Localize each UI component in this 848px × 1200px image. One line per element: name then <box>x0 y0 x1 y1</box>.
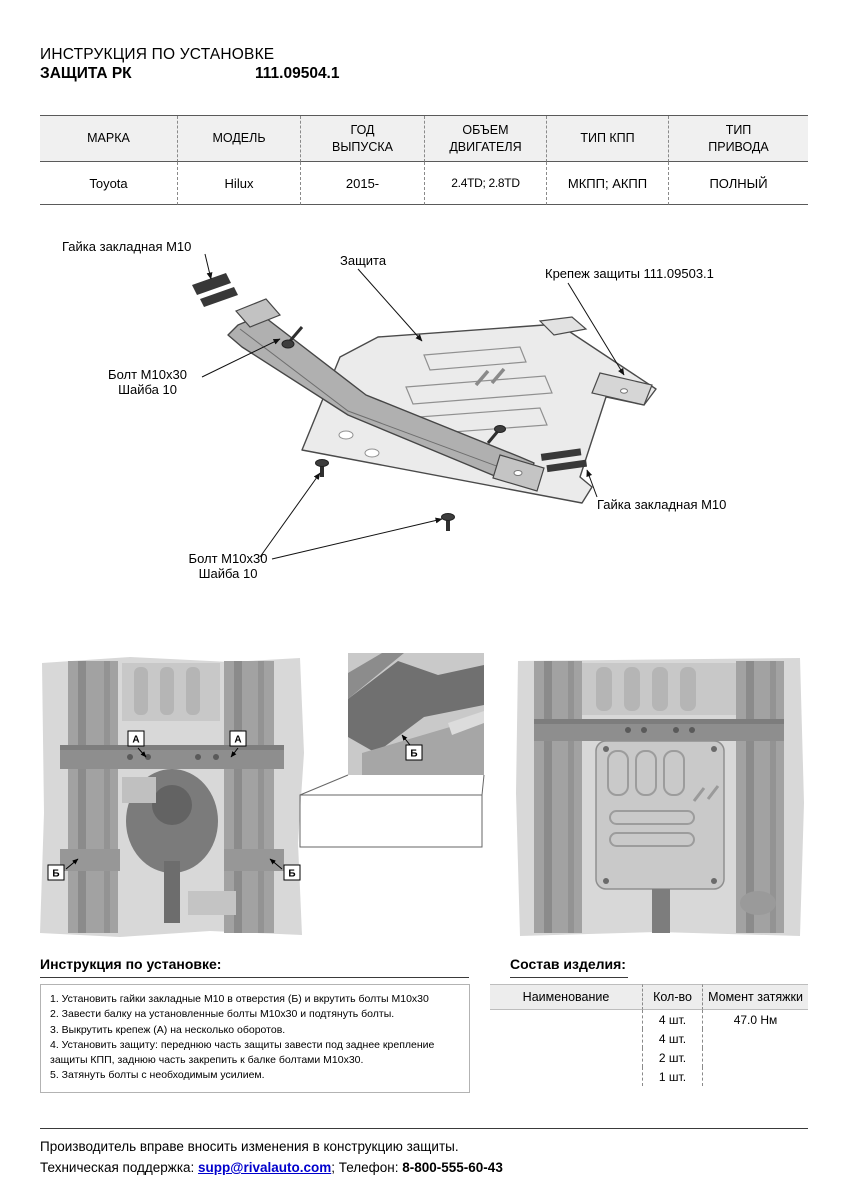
photo-detail-inset: Б <box>299 653 485 848</box>
comp-cell-name <box>490 1048 642 1067</box>
spec-table: МАРКА МОДЕЛЬ ГОД ВЫПУСКА ОБЪЕМ ДВИГАТЕЛЯ… <box>40 115 808 205</box>
comp-cell-name <box>490 1029 642 1048</box>
crossbar-installed <box>534 719 784 741</box>
spec-header-year: ГОД ВЫПУСКА <box>300 116 424 162</box>
comp-cell-name <box>490 1010 642 1029</box>
frame-rails <box>534 661 784 933</box>
composition-table: Наименование Кол-во Момент затяжки 4 шт.… <box>490 984 808 1086</box>
comp-header-name: Наименование <box>490 984 642 1010</box>
svg-text:А: А <box>132 735 139 746</box>
comp-cell-qty: 4 шт. <box>642 1010 702 1029</box>
comp-cell-name <box>490 1067 642 1086</box>
zoom-region-indicator <box>299 774 485 848</box>
crossbar-drawing <box>227 298 545 492</box>
comp-header-torque: Момент затяжки <box>702 984 808 1010</box>
instruction-step: 2. Завести балку на установленные болты … <box>50 1008 395 1021</box>
label-shield: Защита <box>340 253 387 268</box>
comp-cell-torque <box>702 1029 808 1048</box>
support-mid: ; Телефон: <box>331 1160 403 1175</box>
marker-b-left: Б <box>47 858 79 881</box>
spec-header-gearbox: ТИП КПП <box>546 116 668 162</box>
spec-value-year: 2015- <box>300 162 424 205</box>
comp-cell-torque <box>702 1067 808 1086</box>
manufacturer-note: Производитель вправе вносить изменения в… <box>40 1139 459 1154</box>
embedded-nut-top-drawing <box>192 273 238 307</box>
svg-text:Б: Б <box>288 869 295 880</box>
product-sku: 111.09504.1 <box>255 65 340 82</box>
comp-cell-torque: 47.0 Нм <box>702 1010 808 1029</box>
spec-value-engine: 2.4TD; 2.8TD <box>424 162 546 205</box>
support-line: Техническая поддержка: supp@rivalauto.co… <box>40 1160 503 1175</box>
leader-lines <box>201 253 625 560</box>
marker-b-inset: Б <box>401 734 423 761</box>
assembly-diagram <box>192 253 657 560</box>
instructions-title: Инструкция по установке: <box>40 956 469 978</box>
spec-value-model: Hilux <box>177 162 300 205</box>
bolt-top-drawing <box>281 326 304 349</box>
crossbar-installed <box>60 745 284 769</box>
spec-value-gearbox: МКПП; АКПП <box>546 162 668 205</box>
embedded-nut-bottom-drawing <box>540 448 588 473</box>
bolt-center-drawing <box>486 425 506 444</box>
comp-cell-qty: 4 шт. <box>642 1029 702 1048</box>
product-name: ЗАЩИТА РК <box>40 65 132 82</box>
label-fastener: Крепеж защиты 111.09503.1 <box>545 266 714 281</box>
label-bolt-bottom: Болт М10х30 Шайба 10 <box>188 551 268 581</box>
comp-cell-qty: 1 шт. <box>642 1067 702 1086</box>
spec-value-brand: Toyota <box>40 162 177 205</box>
spec-header-brand: МАРКА <box>40 116 177 162</box>
marker-b-right: Б <box>269 858 301 881</box>
comp-cell-torque <box>702 1048 808 1067</box>
bolt-bottom-left-drawing <box>315 459 329 477</box>
comp-header-qty: Кол-во <box>642 984 702 1010</box>
spec-header-model: МОДЕЛЬ <box>177 116 300 162</box>
spec-value-drive: ПОЛНЫЙ <box>668 162 808 205</box>
support-prefix: Техническая поддержка: <box>40 1160 199 1175</box>
label-embedded-nut-bottom: Гайка закладная М10 <box>597 497 727 512</box>
comp-cell-qty: 2 шт. <box>642 1048 702 1067</box>
instruction-step: 4. Установить защиту: переднюю часть защ… <box>50 1039 435 1066</box>
instruction-step: 1. Установить гайки закладные М10 в отве… <box>50 993 429 1005</box>
marker-a-right: А <box>229 730 247 758</box>
spec-header-drive: ТИП ПРИВОДА <box>668 116 808 162</box>
label-bolt-left: Болт М10х30 Шайба 10 <box>108 367 187 397</box>
marker-a-left: А <box>127 730 147 758</box>
instruction-step: 3. Выкрутить крепеж (А) на несколько обо… <box>50 1023 286 1036</box>
svg-text:Б: Б <box>52 869 59 880</box>
document-title: ИНСТРУКЦИЯ ПО УСТАНОВКЕ <box>40 46 275 63</box>
composition-title: Состав изделия: <box>510 956 628 978</box>
label-embedded-nut-top: Гайка закладная М10 <box>62 239 192 254</box>
instructions-list: 1. Установить гайки закладные М10 в отве… <box>40 984 470 1093</box>
footer-divider <box>40 1128 808 1129</box>
spec-header-engine: ОБЪЕМ ДВИГАТЕЛЯ <box>424 116 546 162</box>
instruction-step: 5. Затянуть болты с необходимым усилием. <box>50 1069 265 1082</box>
frame-rails <box>68 661 274 933</box>
photo-underside-before: А А Б Б <box>40 657 304 937</box>
svg-text:А: А <box>234 735 241 746</box>
brand-slash-mark <box>474 367 506 387</box>
support-phone: 8-800-555-60-43 <box>402 1160 503 1175</box>
shield-installed <box>595 740 725 890</box>
photo-underside-after <box>516 658 804 936</box>
bolt-bottom-right-drawing <box>441 513 455 531</box>
svg-text:Б: Б <box>410 749 417 760</box>
support-email-link[interactable]: supp@rivalauto.com <box>198 1160 332 1175</box>
